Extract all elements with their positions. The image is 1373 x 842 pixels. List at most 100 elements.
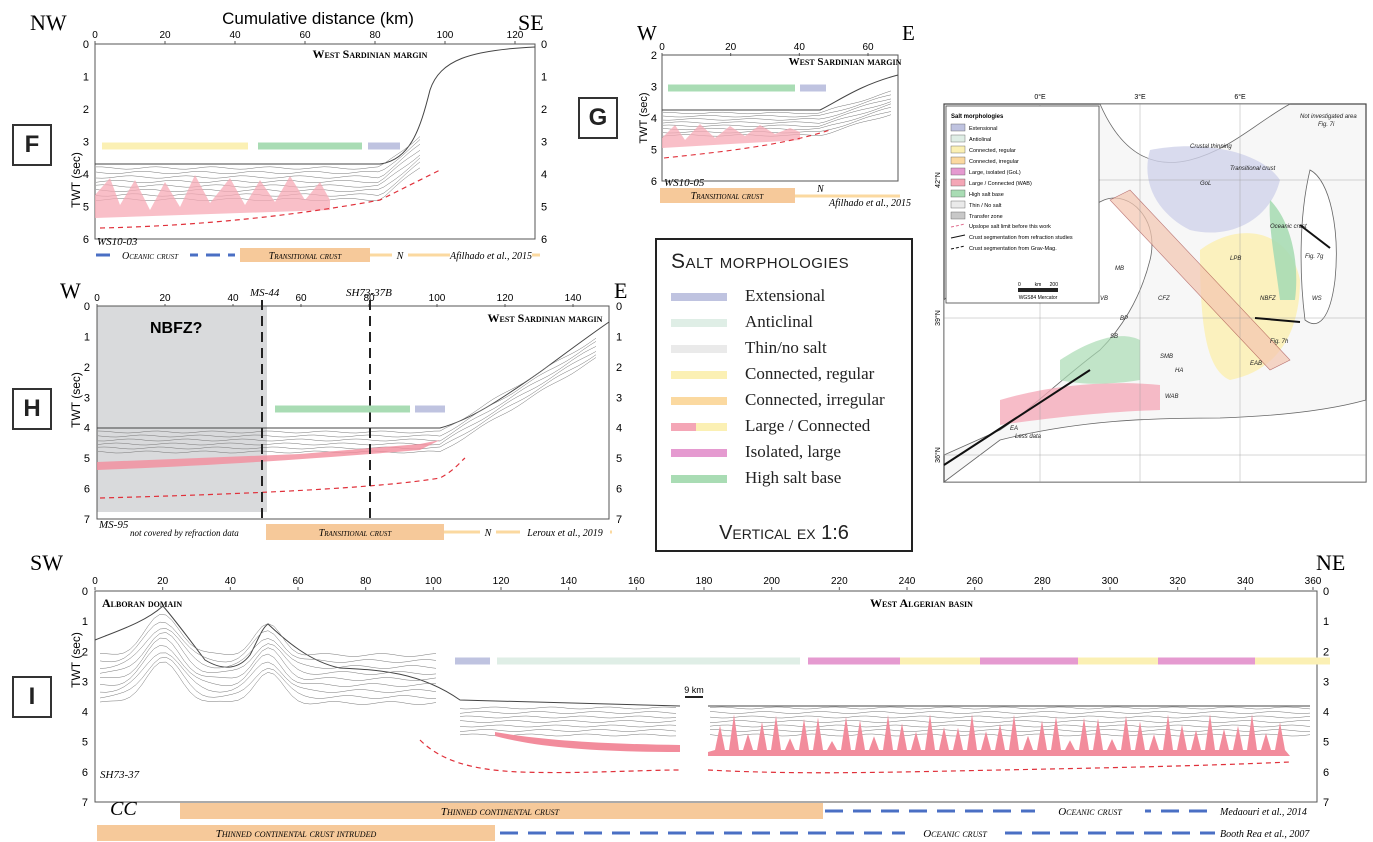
stratum-line	[99, 661, 437, 705]
y-tick-label: 7	[1323, 797, 1329, 809]
panel-h-right-dir: E	[614, 278, 627, 303]
x-tick-label: 280	[1034, 576, 1051, 587]
x-tick-label: 240	[899, 576, 916, 587]
panel-f-oceanic-mask	[110, 250, 190, 261]
panel-i-salt-base-right	[707, 761, 1291, 774]
legend-item-connected-regular: Connected, regular	[671, 364, 911, 386]
panel-i-right-title: West Algerian basin	[870, 596, 973, 610]
map-lat-tick: 39°N	[934, 310, 942, 326]
map-label: Fig. 7g	[1305, 254, 1324, 260]
x-tick-label: 40	[794, 42, 806, 53]
panel-g-right-dir: E	[902, 21, 915, 45]
stratum-line	[709, 729, 1311, 732]
map-label: MB	[1115, 266, 1124, 272]
legend-swatch-large-connected	[671, 423, 727, 431]
panel-i-seafloor-left	[94, 605, 681, 707]
map-label: Transitional crust	[1230, 166, 1276, 172]
y-tick-label: 1	[83, 72, 89, 84]
stratum-line	[99, 637, 437, 681]
panel-i-letter: I	[12, 676, 52, 718]
x-tick-label: 100	[429, 293, 446, 304]
vertical-exaggeration: Vertical ex 1:6	[719, 522, 849, 544]
map-legend-label: High salt base	[969, 192, 1004, 198]
map-legend-label: Antiolinal	[969, 137, 991, 143]
panel-h-ref: Leroux et al., 2019	[526, 528, 602, 539]
stratum-line	[97, 351, 597, 446]
legend-swatch-extensional	[671, 293, 727, 301]
legend-swatch-isolated-large	[671, 449, 727, 457]
map-legend-swatch	[950, 156, 966, 165]
panel-h-n-mark: N	[484, 528, 493, 539]
map-label: SMB	[1160, 354, 1173, 360]
panel-h-letter: H	[12, 388, 52, 430]
stratum-line	[99, 632, 437, 675]
y-tick-label: 1	[1323, 616, 1329, 628]
map-legend-line	[950, 223, 966, 228]
y-tick-label: 5	[84, 453, 90, 465]
y-tick-label: 6	[84, 484, 90, 496]
stratum-line	[95, 143, 421, 179]
y-tick-label: 3	[651, 82, 657, 94]
legend-swatch-connected-regular	[671, 371, 727, 379]
map-lon-tick: 0°E	[1034, 93, 1046, 101]
map-legend-label: Transfer zone	[969, 214, 1003, 220]
panel-f-transitional-label: Transitional crust	[269, 251, 343, 262]
y-tick-label: 3	[82, 676, 88, 688]
y-tick-label: 4	[1323, 707, 1329, 719]
stratum-line	[459, 720, 677, 723]
map-scale-0: 0	[1018, 282, 1021, 288]
panel-f-ref: Afilhado et al., 2015	[449, 251, 532, 262]
panel-f-xlabel: Cumulative distance (km)	[222, 9, 414, 28]
map-legend-swatch	[950, 178, 966, 187]
panel-i-ref-1: Medaouri et al., 2014	[1219, 807, 1307, 818]
x-tick-label: 260	[966, 576, 983, 587]
stratum-line	[99, 621, 437, 663]
y-tick-label: 3	[1323, 676, 1329, 688]
y-tick-label: 4	[616, 423, 622, 435]
x-tick-label: 80	[369, 30, 381, 41]
panel-i-salt-right	[708, 714, 1290, 756]
y-tick-label: 5	[1323, 737, 1329, 749]
legend-item-thin-no-salt: Thin/no salt	[671, 338, 911, 360]
x-tick-label: 120	[493, 576, 510, 587]
stratum-line	[96, 136, 421, 170]
x-tick-label: 300	[1102, 576, 1119, 587]
panel-i-salt-base-left	[419, 739, 681, 774]
stratum-line	[99, 652, 437, 693]
y-tick-label: 3	[84, 392, 90, 404]
map-profile-g	[1299, 224, 1331, 249]
panel-f-right-dir: SE	[518, 10, 544, 35]
x-tick-label: 40	[227, 293, 239, 304]
panel-h-zone-label: NBFZ?	[150, 320, 202, 337]
y-tick-label: 6	[1323, 767, 1329, 779]
stratum-line	[97, 346, 597, 442]
stratum-line	[95, 150, 421, 183]
map-label: EA	[1010, 426, 1018, 432]
map-label: HA	[1175, 368, 1183, 374]
legend-item-high-salt-base: High salt base	[671, 468, 911, 490]
y-tick-label: 0	[616, 301, 622, 313]
panel-i-frame	[94, 590, 1318, 803]
map-high-salt-base	[1269, 200, 1297, 300]
map-legend-swatch	[950, 200, 966, 209]
y-tick-label: 3	[83, 137, 89, 149]
y-tick-label: 0	[541, 39, 547, 51]
stratum-line	[662, 103, 892, 127]
y-tick-label: 6	[82, 767, 88, 779]
map-legend-line-label: Upslope salt limit before this work	[969, 224, 1051, 230]
y-tick-label: 2	[83, 104, 89, 116]
map-legend-line	[950, 234, 966, 239]
y-tick-label: 2	[651, 50, 657, 62]
panel-i-gap-label: 9 km	[684, 685, 704, 695]
x-tick-label: 40	[225, 576, 237, 587]
stratum-line	[99, 614, 437, 657]
panel-h-title: West Sardinian margin	[488, 311, 603, 325]
panel-h-left-dir: W	[60, 278, 81, 303]
x-tick-label: 360	[1305, 576, 1322, 587]
map-label: WS	[1312, 296, 1322, 302]
panel-g-salt-base	[663, 129, 831, 159]
